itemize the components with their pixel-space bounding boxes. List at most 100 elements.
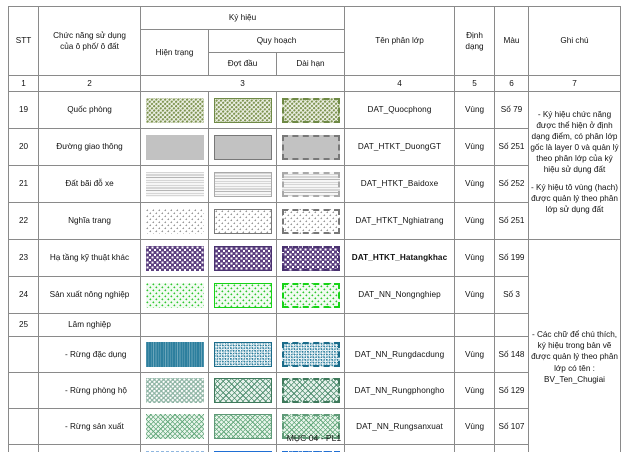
row-function-name: Đất bãi đỗ xe xyxy=(38,165,141,203)
row-stt: 26 xyxy=(8,444,39,452)
row-color: Số 3 xyxy=(494,276,529,314)
row-color: Số 150 xyxy=(494,444,529,452)
header-planning: Quy hoạch xyxy=(208,29,345,53)
row-stt xyxy=(8,336,39,373)
colnum-7: 7 xyxy=(528,75,621,92)
row-format: Vùng xyxy=(454,128,495,166)
header-function-line2: của ô phố/ ô đất xyxy=(60,42,119,51)
swatch-long-term xyxy=(276,336,345,373)
row-function-name: - Rừng sản xuất xyxy=(38,408,141,445)
row-function-name: Hạ tầng kỹ thuật khác xyxy=(38,239,141,277)
row-function-name: Sản xuất nông nghiệp xyxy=(38,276,141,314)
header-format-line1: Định xyxy=(466,30,483,40)
colnum-4: 4 xyxy=(344,75,455,92)
row-function-name: Nuôi trồng thủy sản xyxy=(38,444,141,452)
row-format: Vùng xyxy=(454,239,495,277)
swatch-first-phase xyxy=(208,202,277,240)
row-color: Số 107 xyxy=(494,408,529,445)
header-row-1: STT Chức năng sử dụng của ô phố/ ô đất K… xyxy=(8,6,621,76)
swatch-existing xyxy=(140,444,209,452)
notes-cell-1: - Ký hiệu chức năng được thể hiện ở định… xyxy=(528,91,621,240)
swatch-long-term xyxy=(276,165,345,203)
swatch-existing xyxy=(140,165,209,203)
land-use-legend-table: STT Chức năng sử dụng của ô phố/ ô đất K… xyxy=(8,6,621,452)
swatch-existing xyxy=(140,276,209,314)
row-stt: 23 xyxy=(8,239,39,277)
row-format: Vùng xyxy=(454,165,495,203)
column-number-row: 1 2 3 4 5 6 7 xyxy=(8,75,621,92)
swatch-existing xyxy=(140,372,209,409)
notes-cell-2: - Các chữ để chú thích, ký hiệu trong bả… xyxy=(528,239,621,452)
swatch-existing xyxy=(140,313,209,337)
swatch-existing xyxy=(140,128,209,166)
swatch-first-phase xyxy=(208,91,277,129)
row-layer-name: DAT_HTKT_Hatangkhac xyxy=(344,239,455,277)
row-layer-name: DAT_Quocphong xyxy=(344,91,455,129)
note-text: - Ký hiệu chức năng được thể hiện ở định… xyxy=(530,109,619,175)
swatch-first-phase xyxy=(208,336,277,373)
row-color: Số 252 xyxy=(494,165,529,203)
row-layer-name: DAT_NN_Rungdacdung xyxy=(344,336,455,373)
header-format: Định dạng xyxy=(454,6,495,76)
swatch-existing xyxy=(140,91,209,129)
row-format: Vùng xyxy=(454,444,495,452)
row-color: Số 129 xyxy=(494,372,529,409)
page-footer: MỤC 04 - PL1 xyxy=(286,433,342,443)
colnum-2: 2 xyxy=(38,75,141,92)
row-layer-name: DAT_HTKT_DuongGT xyxy=(344,128,455,166)
row-layer-name xyxy=(344,313,455,337)
swatch-existing xyxy=(140,336,209,373)
row-function-name: Lâm nghiệp xyxy=(38,313,141,337)
row-format xyxy=(454,313,495,337)
row-layer-name: DAT_HTKT_Baidoxe xyxy=(344,165,455,203)
row-function-name: - Rừng đặc dụng xyxy=(38,336,141,373)
swatch-first-phase xyxy=(208,165,277,203)
colnum-3: 3 xyxy=(140,75,345,92)
swatch-existing xyxy=(140,239,209,277)
row-format: Vùng xyxy=(454,202,495,240)
row-format: Vùng xyxy=(454,408,495,445)
row-function-name: Đường giao thông xyxy=(38,128,141,166)
swatch-first-phase xyxy=(208,408,277,445)
swatch-long-term xyxy=(276,276,345,314)
row-format: Vùng xyxy=(454,336,495,373)
header-symbol: Ký hiệu xyxy=(140,6,345,30)
colnum-6: 6 xyxy=(494,75,529,92)
swatch-long-term xyxy=(276,91,345,129)
note-text: - Các chữ để chú thích, ký hiệu trong bả… xyxy=(531,330,618,384)
row-stt: 25 xyxy=(8,313,39,337)
row-stt: 19 xyxy=(8,91,39,129)
swatch-existing xyxy=(140,408,209,445)
swatch-first-phase xyxy=(208,128,277,166)
header-long-term: Dài hạn xyxy=(276,52,345,76)
swatch-first-phase xyxy=(208,444,277,452)
header-existing: Hiện trạng xyxy=(140,29,209,76)
row-stt: 20 xyxy=(8,128,39,166)
swatch-long-term xyxy=(276,239,345,277)
header-stt: STT xyxy=(8,6,39,76)
note-text: - Ký hiệu tô vùng (hach) được quản lý th… xyxy=(531,183,618,215)
swatch-long-term xyxy=(276,444,345,452)
swatch-first-phase xyxy=(208,276,277,314)
header-format-line2: dạng xyxy=(465,42,484,51)
header-function: Chức năng sử dụng của ô phố/ ô đất xyxy=(38,6,141,76)
row-color: Số 148 xyxy=(494,336,529,373)
row-function-name: Quốc phòng xyxy=(38,91,141,129)
row-color: Số 79 xyxy=(494,91,529,129)
header-color: Màu xyxy=(494,6,529,76)
swatch-long-term xyxy=(276,408,345,445)
swatch-long-term xyxy=(276,372,345,409)
header-layer-name: Tên phân lớp xyxy=(344,6,455,76)
row-format: Vùng xyxy=(454,372,495,409)
row-layer-name: DAT_HTKT_Nghiatrang xyxy=(344,202,455,240)
header-note: Ghi chú xyxy=(528,6,621,76)
swatch-long-term xyxy=(276,202,345,240)
